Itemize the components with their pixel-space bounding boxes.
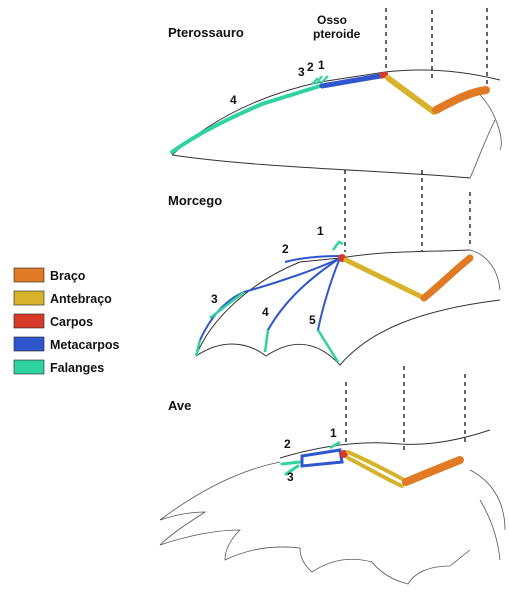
pteroid-label-line2: pteroide bbox=[313, 27, 361, 41]
pterosaur-phalanges-digit4 bbox=[172, 86, 320, 152]
legend-label-falanges: Falanges bbox=[50, 361, 104, 375]
pterosaur-forearm bbox=[388, 78, 434, 112]
bat-title: Morcego bbox=[168, 193, 222, 208]
bird-metacarpals bbox=[302, 450, 342, 466]
bat-thumb bbox=[333, 242, 343, 250]
legend-label-carpos: Carpos bbox=[50, 315, 93, 329]
pterosaur-title: Pterossauro bbox=[168, 25, 244, 40]
pterosaur-panel: Pterossauro Osso pteroide 4 3 2 1 bbox=[168, 8, 501, 178]
pterosaur-trailing-edge bbox=[172, 155, 470, 178]
legend-swatch-antebraco bbox=[14, 291, 44, 305]
bat-body bbox=[470, 250, 500, 290]
bird-forearm bbox=[348, 452, 404, 486]
legend-swatch-metacarpos bbox=[14, 337, 44, 351]
bird-upper-arm bbox=[406, 460, 460, 482]
bird-body bbox=[470, 470, 505, 530]
bat-forearm bbox=[346, 260, 424, 298]
legend-label-metacarpos: Metacarpos bbox=[50, 338, 120, 352]
pterosaur-phalanges-small-digits bbox=[312, 76, 328, 84]
pterosaur-digit-4: 4 bbox=[230, 93, 237, 107]
bird-feathers bbox=[160, 462, 470, 584]
pteroid-label-line1: Osso bbox=[317, 13, 347, 27]
legend-swatch-braco bbox=[14, 268, 44, 282]
pterosaur-body bbox=[480, 95, 501, 150]
bat-digit-4: 4 bbox=[262, 305, 269, 319]
bat-digit-3: 3 bbox=[211, 292, 218, 306]
bird-digit-1: 1 bbox=[330, 426, 337, 440]
bat-digit-4-metacarpal bbox=[265, 258, 340, 352]
bat-trailing-edge bbox=[196, 300, 500, 365]
bird-panel: Ave 1 2 3 bbox=[160, 366, 505, 584]
pterosaur-digit-1: 1 bbox=[318, 58, 325, 72]
bat-panel: Morcego 1 2 3 4 5 bbox=[168, 170, 500, 365]
bat-upper-arm bbox=[424, 258, 470, 298]
legend-swatch-carpos bbox=[14, 314, 44, 328]
pterosaur-body-edge bbox=[470, 120, 495, 178]
bat-leading-edge bbox=[196, 250, 470, 356]
bird-digit-2: 2 bbox=[284, 437, 291, 451]
bat-digit-2: 2 bbox=[282, 242, 289, 256]
bird-body-inner bbox=[480, 500, 500, 560]
pterosaur-upper-arm bbox=[436, 90, 486, 110]
legend-label-braco: Braço bbox=[50, 269, 86, 283]
legend: Braço Antebraço Carpos Metacarpos Falang… bbox=[14, 268, 120, 375]
bird-digit-3: 3 bbox=[287, 470, 294, 484]
bat-digit-1: 1 bbox=[317, 224, 324, 238]
bat-digit-5: 5 bbox=[309, 313, 316, 327]
bird-title: Ave bbox=[168, 398, 191, 413]
pterosaur-digit-2: 2 bbox=[307, 60, 314, 74]
pterosaur-digit-3: 3 bbox=[298, 65, 305, 79]
legend-swatch-falanges bbox=[14, 360, 44, 374]
legend-label-antebraco: Antebraço bbox=[50, 292, 112, 306]
